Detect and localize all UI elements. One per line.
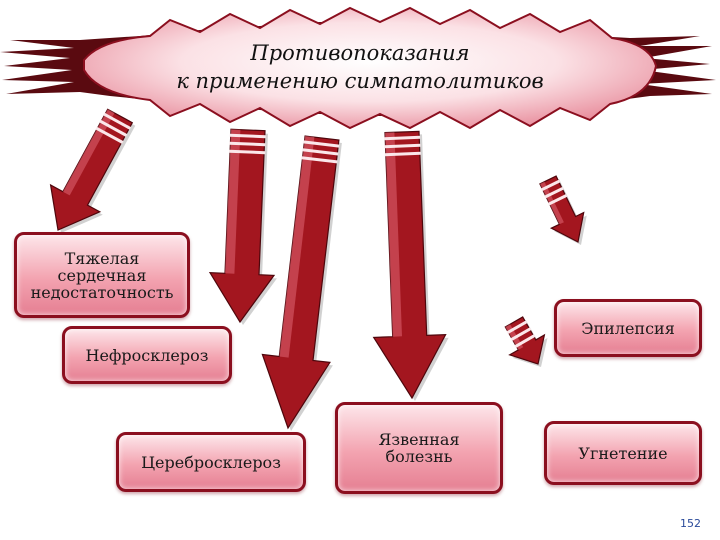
box-nephrosclerosis: Нефросклероз <box>62 326 232 384</box>
arrows-layer <box>49 108 587 432</box>
box-cerebrosclerosis: Церебросклероз <box>116 432 306 492</box>
arrow-to-ulcer-tail-stripe <box>384 151 421 157</box>
arrow-to-ulcer-tail-stripe <box>384 135 421 141</box>
box-nephrosclerosis-label: Нефросклероз <box>85 345 209 365</box>
arrow-to-nephrosclerosis-highlight <box>225 129 241 274</box>
arrow-to-heart-failure-body <box>49 108 134 231</box>
box-heart-failure-line-3: недостаточность <box>30 282 174 302</box>
box-ulcer-line-1: Язвенная <box>378 430 460 449</box>
box-cerebrosclerosis-label: Церебросклероз <box>141 452 281 472</box>
arrow-to-nephrosclerosis-tail-stripe <box>229 149 266 155</box>
arrow-to-heart-failure-tail-stripe <box>103 112 132 130</box>
arrow-to-epilepsy-tail-stripe <box>547 194 568 206</box>
arrow-to-depression-tail-stripe <box>510 327 532 341</box>
title-line-2: к применению симпатолитиков <box>176 69 544 93</box>
arrow-to-epilepsy-tail-stripe <box>540 179 561 192</box>
arrow-to-depression-tail-stripe <box>506 320 528 335</box>
box-epilepsy: Эпилепсия <box>554 299 702 357</box>
arrow-to-ulcer <box>372 130 449 401</box>
arrow-to-epilepsy <box>539 175 587 245</box>
page-number: 152 <box>680 517 701 530</box>
box-ulcer: Язвенная болезнь <box>335 402 503 494</box>
box-heart-failure-line-1: Тяжелая <box>64 248 140 268</box>
title-banner <box>0 6 716 130</box>
box-depression: Угнетение <box>544 421 702 485</box>
arrow-to-cerebrosclerosis-highlight <box>279 136 315 358</box>
arrow-to-nephrosclerosis <box>208 128 277 325</box>
arrow-to-cerebrosclerosis <box>261 135 342 432</box>
title-line-1: Противопоказания <box>250 41 470 65</box>
arrow-to-depression-tail-stripe <box>514 334 536 348</box>
arrow-to-depression <box>504 316 548 367</box>
arrow-to-cerebrosclerosis-tail-stripe <box>303 140 340 148</box>
arrow-to-heart-failure-tail-stripe <box>99 119 128 137</box>
box-depression-label: Угнетение <box>578 443 668 463</box>
arrow-to-heart-failure-tail-stripe <box>95 126 124 144</box>
arrow-to-ulcer-tail-stripe <box>384 143 421 149</box>
box-ulcer-line-2: болезнь <box>385 447 453 466</box>
arrow-to-cerebrosclerosis-tail-stripe <box>301 156 338 164</box>
box-heart-failure: Тяжелая сердечная недостаточность <box>14 232 190 318</box>
arrow-to-heart-failure <box>49 108 136 233</box>
arrow-to-nephrosclerosis-body <box>208 128 276 324</box>
arrow-to-nephrosclerosis-tail-stripe <box>229 141 266 147</box>
box-heart-failure-line-2: сердечная <box>57 265 147 285</box>
title-banner-body <box>83 6 658 130</box>
box-epilepsy-label: Эпилепсия <box>581 318 675 338</box>
arrow-to-epilepsy-tail-stripe <box>544 186 564 199</box>
arrow-to-ulcer-highlight <box>385 132 402 337</box>
arrow-to-nephrosclerosis-tail-stripe <box>229 133 266 139</box>
arrow-to-cerebrosclerosis-tail-stripe <box>302 148 339 156</box>
